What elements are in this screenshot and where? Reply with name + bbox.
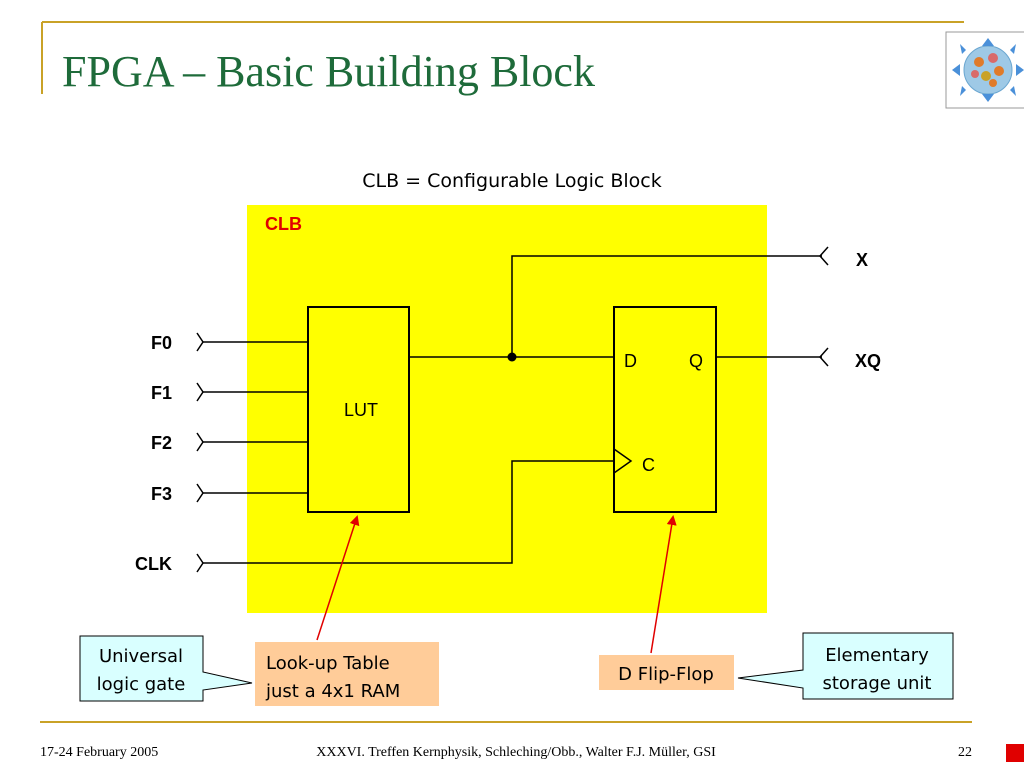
header-rules — [41, 21, 964, 94]
clock-triangle — [613, 448, 633, 474]
input-label-f1: F1 — [151, 383, 172, 403]
network-nodes-icon — [945, 31, 1024, 109]
callout-elementary-line1: Elementary — [825, 645, 929, 666]
callout-universal-logic-gate: Universal logic gate — [79, 635, 253, 702]
callout-lookup-line1: Look-up Table — [266, 653, 390, 674]
output-connectors — [818, 246, 829, 367]
flipflop-block — [613, 306, 717, 513]
input-label-f2: F2 — [151, 433, 172, 453]
lut-pointer-arrow — [316, 515, 360, 641]
slide-title: FPGA – Basic Building Block — [62, 47, 595, 96]
input-label-clk: CLK — [135, 554, 172, 574]
callout-elementary-storage: Elementary storage unit — [737, 632, 954, 700]
callout-elementary-line2: storage unit — [823, 673, 932, 694]
footer-corner-marker — [1006, 744, 1024, 762]
callout-universal-line2: logic gate — [97, 674, 186, 695]
input-wires — [196, 332, 614, 573]
callout-dflipflop-label: D Flip-Flop — [618, 664, 714, 685]
callout-d-flipflop: D Flip-Flop — [599, 655, 734, 690]
junction-dot — [507, 352, 517, 362]
callout-lookup-line2: just a 4x1 RAM — [265, 681, 400, 702]
clb-label: CLB — [265, 214, 302, 234]
lut-block — [307, 306, 410, 513]
flipflop-q-label: Q — [689, 351, 703, 371]
footer-date: 17-24 February 2005 — [40, 745, 158, 760]
input-label-f0: F0 — [151, 333, 172, 353]
lut-label: LUT — [344, 400, 378, 420]
footer-page-number: 22 — [958, 745, 972, 760]
footer-event: XXXVI. Treffen Kernphysik, Schleching/Ob… — [316, 745, 716, 760]
callout-lookup-table: Look-up Table just a 4x1 RAM — [255, 642, 439, 706]
input-label-f3: F3 — [151, 484, 172, 504]
output-label-x: X — [856, 250, 868, 270]
output-label-xq: XQ — [855, 351, 881, 371]
flipflop-c-label: C — [642, 455, 655, 475]
flipflop-d-label: D — [624, 351, 637, 371]
internal-wires — [409, 255, 822, 362]
flipflop-pointer-arrow — [650, 515, 677, 654]
diagram-subtitle: CLB = Configurable Logic Block — [362, 170, 662, 192]
callout-universal-line1: Universal — [99, 646, 183, 667]
